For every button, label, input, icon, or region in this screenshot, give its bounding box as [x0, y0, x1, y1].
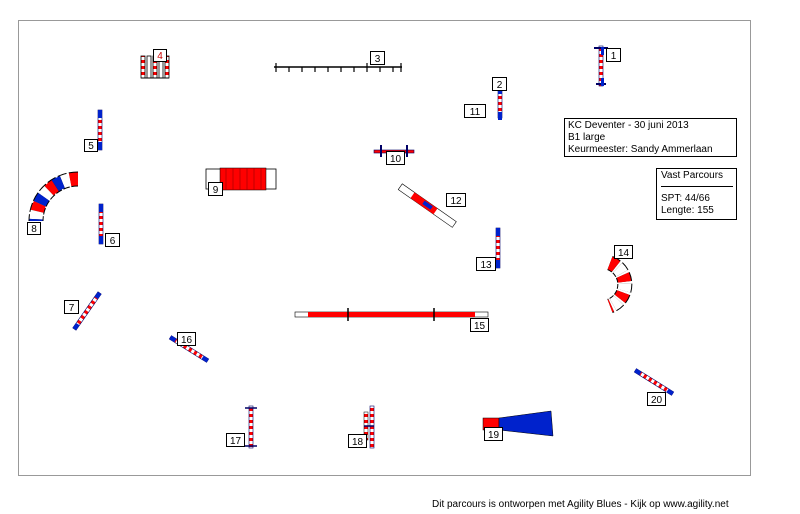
- obstacle-14-tunnel[interactable]: [606, 255, 633, 314]
- obstacle-13-number: 13: [476, 257, 496, 271]
- obstacle-17-number: 17: [226, 433, 245, 447]
- obstacle-9-number: 9: [208, 182, 223, 196]
- obstacle-19-number: 19: [484, 427, 503, 441]
- svg-text:7: 7: [69, 303, 75, 314]
- svg-text:6: 6: [110, 236, 116, 247]
- event-title: KC Deventer - 30 juni 2013: [568, 120, 689, 131]
- obstacle-11-number: 11: [464, 104, 486, 118]
- obstacle-9-tire[interactable]: [205, 167, 277, 191]
- svg-text:9: 9: [213, 185, 219, 196]
- obstacle-7-jump[interactable]: [72, 291, 102, 331]
- obstacle-5-jump[interactable]: [97, 109, 103, 151]
- obstacle-3-long-jump[interactable]: [274, 63, 402, 72]
- svg-text:11: 11: [470, 107, 481, 118]
- divider: [661, 182, 733, 187]
- svg-text:2: 2: [497, 80, 503, 91]
- course-type: Vast Parcours: [661, 170, 724, 181]
- obstacle-12-number: 12: [446, 193, 466, 207]
- obstacle-1-number: 1: [606, 48, 621, 62]
- class-label: B1 large: [568, 132, 606, 143]
- obstacle-10-number: 10: [386, 151, 405, 165]
- course-info-box: Vast Parcours SPT: 44/66 Lengte: 155: [656, 168, 737, 220]
- length-value: Lengte: 155: [661, 205, 714, 216]
- obstacle-3-number: 3: [370, 51, 385, 65]
- svg-text:5: 5: [88, 141, 94, 152]
- svg-text:1: 1: [611, 51, 617, 62]
- svg-text:18: 18: [352, 437, 364, 448]
- obstacle-7-number: 7: [64, 300, 79, 314]
- judge-label: Keurmeester: Sandy Ammerlaan: [568, 144, 713, 155]
- svg-text:8: 8: [31, 224, 37, 235]
- svg-text:13: 13: [480, 260, 492, 271]
- obstacle-4-number: 4: [153, 49, 167, 62]
- footer-credit: Dit parcours is ontworpen met Agility Bl…: [432, 499, 729, 510]
- obstacle-6-jump[interactable]: [98, 203, 104, 245]
- obstacle-17-jump[interactable]: [245, 405, 257, 449]
- svg-text:14: 14: [618, 248, 630, 259]
- svg-text:15: 15: [474, 321, 486, 332]
- svg-text:17: 17: [230, 436, 242, 447]
- obstacle-13-jump[interactable]: [495, 227, 501, 269]
- obstacle-5-number: 5: [84, 139, 98, 152]
- field-border: [18, 20, 751, 476]
- obstacle-14-number: 14: [614, 245, 633, 259]
- svg-text:4: 4: [157, 51, 163, 62]
- obstacle-1-jump[interactable]: [594, 45, 608, 87]
- obstacle-2-number: 2: [492, 77, 507, 91]
- obstacle-8-tunnel[interactable]: [28, 171, 79, 222]
- svg-text:16: 16: [181, 335, 193, 346]
- obstacle-15-dog-walk[interactable]: [294, 308, 489, 321]
- obstacle-2-jump[interactable]: [497, 87, 503, 120]
- obstacle-18-jump[interactable]: [363, 405, 375, 449]
- obstacle-16-number: 16: [177, 332, 196, 346]
- spt-value: SPT: 44/66: [661, 193, 710, 204]
- obstacle-15-number: 15: [470, 318, 489, 332]
- obstacle-12-jump[interactable]: [397, 183, 457, 228]
- svg-text:19: 19: [488, 430, 500, 441]
- obstacle-6-number: 6: [105, 233, 120, 247]
- course-header-box: KC Deventer - 30 juni 2013 B1 large Keur…: [564, 118, 737, 157]
- obstacle-20-number: 20: [647, 392, 666, 406]
- svg-text:10: 10: [390, 154, 402, 165]
- svg-text:20: 20: [651, 395, 663, 406]
- svg-text:12: 12: [450, 196, 462, 207]
- obstacle-8-number: 8: [27, 222, 41, 235]
- svg-text:3: 3: [375, 54, 381, 65]
- obstacle-20-jump[interactable]: [633, 368, 675, 396]
- obstacle-18-number: 18: [348, 434, 367, 448]
